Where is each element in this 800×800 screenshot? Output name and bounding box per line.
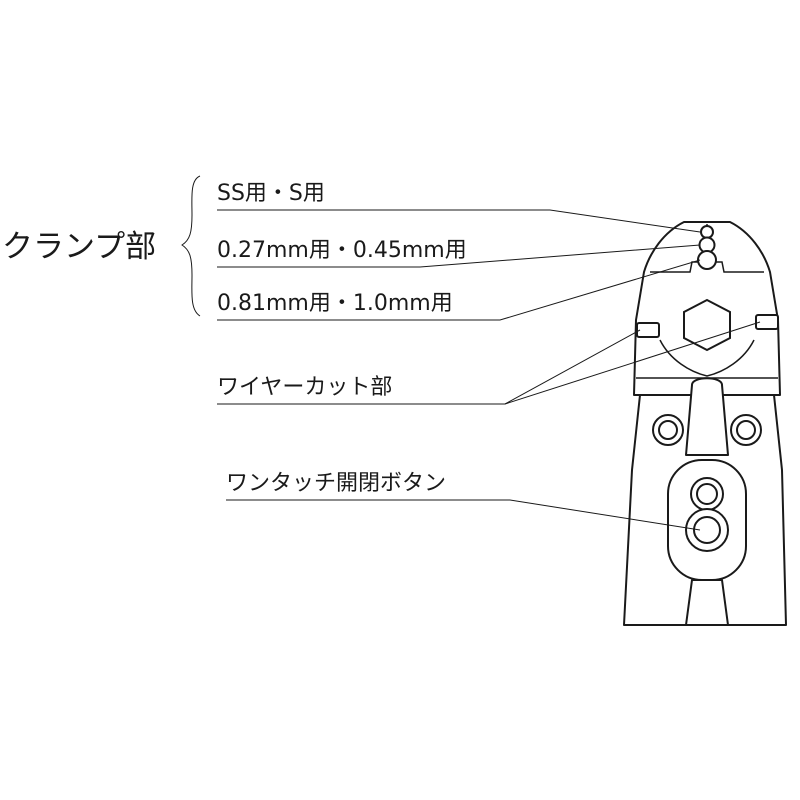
label-clamp-group: クランプ部 (2, 229, 156, 265)
label-clamp-027-045: 0.27mm用・0.45mm用 (217, 238, 467, 263)
leader-wire-cut-2 (504, 321, 761, 405)
wire-cut-slot-left (636, 322, 660, 338)
crimping-pliers-illustration (623, 221, 787, 626)
one-touch-button-inner (693, 516, 721, 544)
leader-ss-s (217, 209, 701, 233)
handle-grip (685, 579, 729, 626)
leader-lines (217, 209, 761, 531)
leader-081-10 (217, 259, 701, 321)
central-link (685, 377, 729, 456)
label-clamp-081-10: 0.81mm用・1.0mm用 (217, 291, 453, 316)
lock-pin-inner (696, 483, 718, 505)
leader-027-045 (217, 244, 701, 268)
leader-one-touch (226, 499, 701, 531)
clamp-group-brace (181, 175, 201, 317)
label-clamp-ss-s: SS用・S用 (217, 181, 325, 206)
label-wire-cut: ワイヤーカット部 (217, 375, 392, 400)
label-one-touch-button: ワンタッチ開閉ボタン (226, 471, 446, 496)
clamp-hole-081-10 (697, 250, 717, 270)
rivet-right-inner (736, 420, 756, 440)
wire-cut-slot-right (755, 314, 779, 330)
rivet-left-inner (658, 420, 678, 440)
jaw-inner-curve (659, 339, 755, 377)
clamp-hole-ss-s (700, 225, 714, 239)
hex-pivot (683, 298, 731, 352)
